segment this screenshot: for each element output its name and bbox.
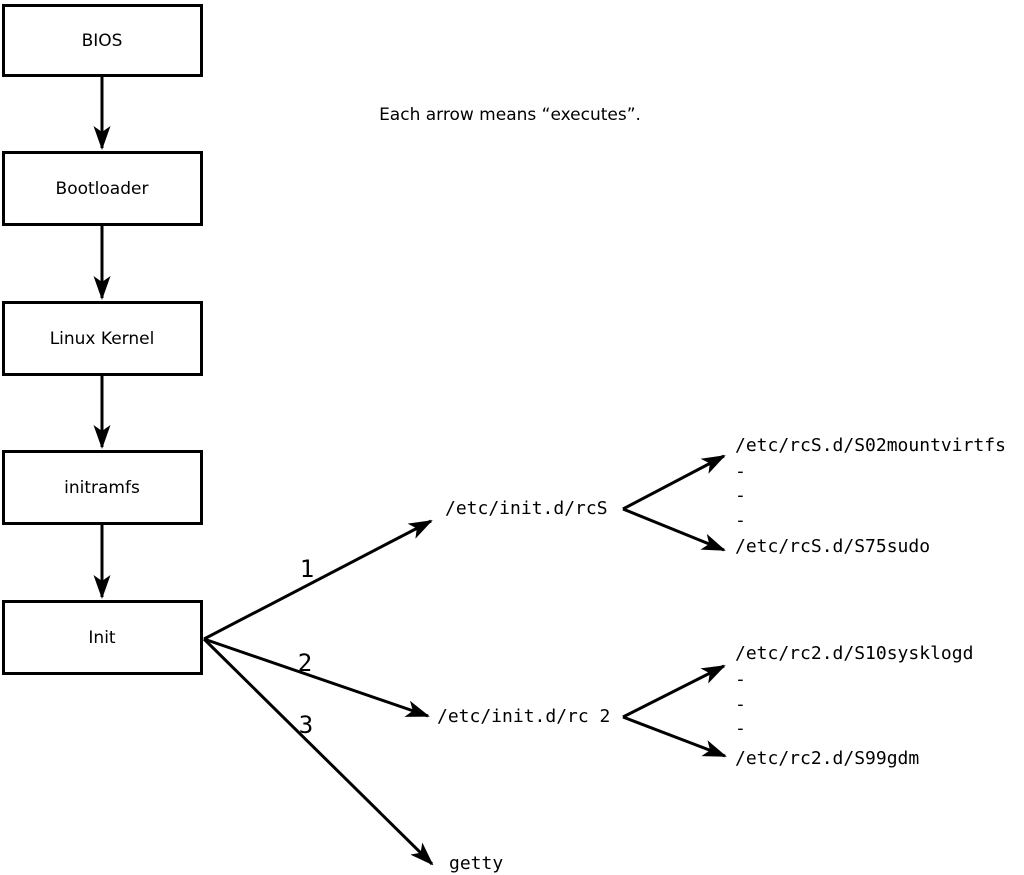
branch-2-number: 2 xyxy=(298,649,312,677)
node-etc-init-d-rcs: /etc/init.d/rcS xyxy=(445,498,608,519)
leaf-rcs-s75sudo: /etc/rcS.d/S75sudo xyxy=(735,536,930,557)
box-bootloader-label: Bootloader xyxy=(56,179,149,199)
arrow-rc2-to-s99gdm xyxy=(622,715,727,758)
leaf-rc2-s99gdm: /etc/rc2.d/S99gdm xyxy=(735,748,919,769)
leaf-rc2-ellipsis-2: - xyxy=(735,694,746,715)
leaf-rcs-ellipsis-1: - xyxy=(735,461,746,482)
leaf-rcs-ellipsis-2: - xyxy=(735,485,746,506)
box-init-label: Init xyxy=(88,628,116,648)
box-bios-label: BIOS xyxy=(82,31,123,51)
arrow-legend-note: Each arrow means “executes”. xyxy=(379,105,641,125)
box-linux-kernel xyxy=(2,301,203,376)
leaf-rc2-ellipsis-1: - xyxy=(735,669,746,690)
node-etc-init-d-rc2: /etc/init.d/rc 2 xyxy=(437,706,610,727)
box-init xyxy=(2,600,203,675)
leaf-rc2-s10sysklogd: /etc/rc2.d/S10sysklogd xyxy=(735,643,973,664)
node-getty: getty xyxy=(449,853,503,874)
arrow-rcs-to-s02mountvirtfs xyxy=(622,454,726,511)
leaf-rcs-s02mountvirtfs: /etc/rcS.d/S02mountvirtfs xyxy=(735,435,1006,456)
arrow-init-to-rc2 xyxy=(203,637,430,718)
leaf-rc2-ellipsis-3: - xyxy=(735,718,746,739)
arrow-init-to-rcs xyxy=(203,519,433,641)
box-bootloader xyxy=(2,151,203,226)
arrow-rc2-to-s10sysklogd xyxy=(622,664,726,719)
arrow-init-to-getty xyxy=(202,637,434,866)
box-bios xyxy=(2,4,203,77)
box-initramfs-label: initramfs xyxy=(64,478,140,498)
leaf-rcs-ellipsis-3: - xyxy=(735,510,746,531)
arrow-rcs-to-s75sudo xyxy=(622,507,726,552)
box-linux-kernel-label: Linux Kernel xyxy=(50,329,155,349)
branch-3-number: 3 xyxy=(299,711,313,739)
box-initramfs xyxy=(2,450,203,525)
branch-1-number: 1 xyxy=(300,555,314,583)
